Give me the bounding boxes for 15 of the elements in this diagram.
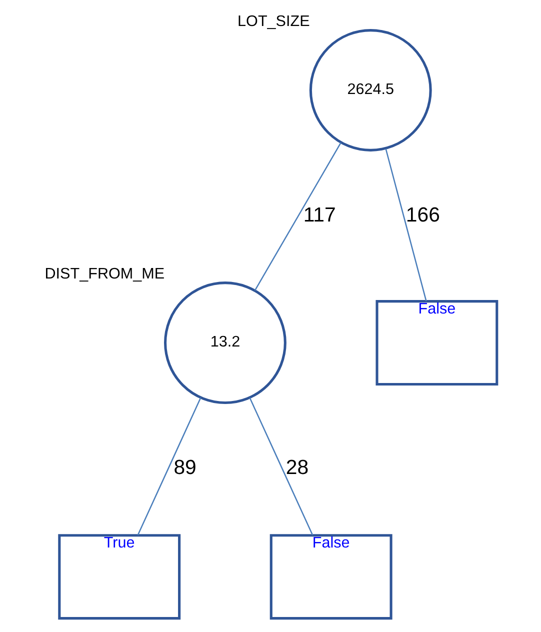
connector <box>137 398 202 536</box>
node-circle: 13.2 <box>164 282 286 404</box>
node-box: False <box>270 534 392 620</box>
node-box: True <box>58 534 181 620</box>
edge-label: 117 <box>303 204 336 226</box>
edge-label: 89 <box>174 456 196 479</box>
connector <box>249 398 314 536</box>
node-box: False <box>376 300 498 386</box>
connector <box>254 142 342 291</box>
edge-label: 166 <box>406 204 440 226</box>
edge-label: 28 <box>286 456 309 479</box>
node-label: LOT_SIZE <box>238 12 310 30</box>
node-circle: 2624.5 <box>309 29 432 152</box>
node-label: DIST_FROM_ME <box>44 266 165 282</box>
connector <box>385 148 427 302</box>
